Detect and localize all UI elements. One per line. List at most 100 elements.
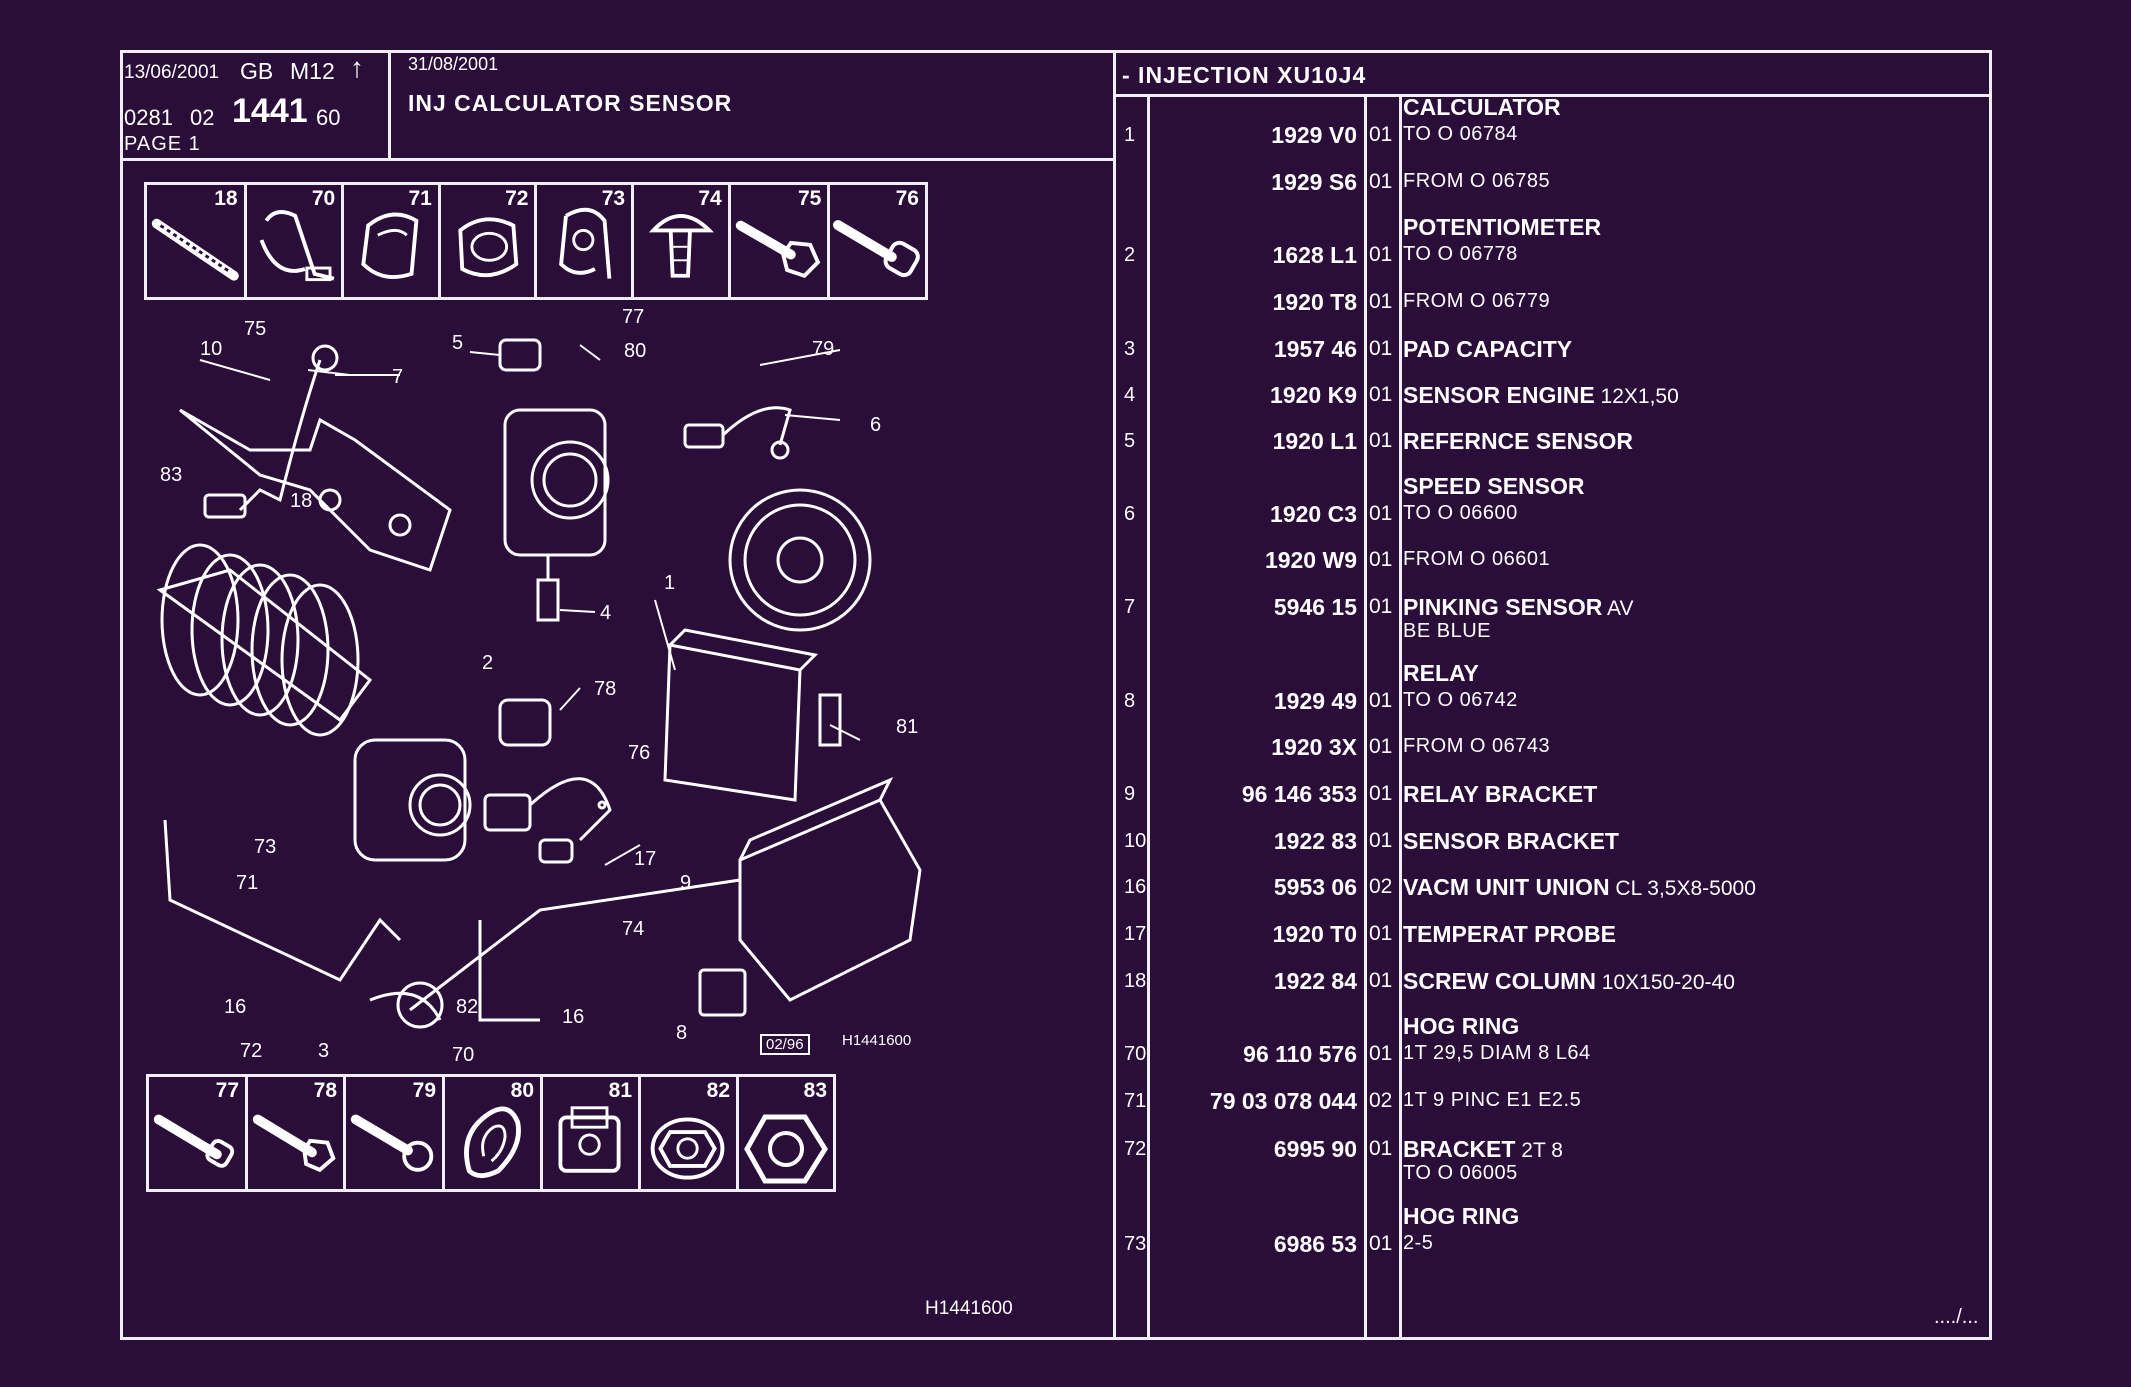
callout-6: 6 — [870, 414, 882, 436]
code-b: 02 — [190, 105, 215, 130]
part-quantity: 01 — [1369, 1137, 1393, 1160]
part-reference: 6986 53 — [1273, 1231, 1357, 1257]
part-number: 5 — [1124, 430, 1136, 452]
top-part-thumbnails: 18 70 71 72 73 74 75 76 — [144, 182, 928, 300]
part-quantity: 01 — [1369, 548, 1393, 571]
part-quantity: 01 — [1369, 429, 1393, 452]
code-c: 60 — [316, 105, 341, 130]
part-number: 8 — [1124, 690, 1136, 712]
callout-16a: 16 — [224, 996, 247, 1018]
cap-screw-icon — [153, 1114, 235, 1168]
intake-manifold-icon — [156, 543, 373, 737]
part-reference: 96 146 353 — [1241, 781, 1357, 807]
arrow-up-icon: ↑ — [350, 52, 364, 83]
header-bottom-line — [120, 158, 1116, 161]
code-main: 1441 — [232, 92, 308, 130]
part-title: REFERNCE SENSOR — [1403, 428, 1634, 454]
screw-column-icon — [151, 218, 239, 281]
thumb-77: 77 — [149, 1077, 248, 1189]
part-reference: 79 03 078 044 — [1209, 1088, 1357, 1114]
model-code: M12 — [290, 58, 335, 84]
callout-2: 2 — [482, 652, 494, 674]
thumb-83: 83 — [739, 1077, 833, 1189]
hog-ring-clip-icon — [361, 212, 419, 279]
part-reference: 1929 S6 — [1271, 169, 1357, 195]
callout-10: 10 — [200, 338, 223, 360]
pinking-sensor-wire-icon — [238, 359, 322, 512]
part-quantity: 01 — [1369, 782, 1393, 805]
part-reference: 1920 C3 — [1270, 501, 1357, 527]
pinking-sensor-bracket-icon — [179, 408, 452, 572]
flange-nut-icon — [650, 1117, 725, 1180]
bolt-icon — [735, 220, 820, 278]
vacuum-line-icon — [163, 819, 402, 982]
col-line-3 — [1399, 94, 1402, 1340]
part-reference: 6995 90 — [1273, 1136, 1357, 1162]
part-title: RELAY — [1403, 660, 1479, 686]
thumb-76: 76 — [830, 185, 925, 297]
callout-9: 9 — [680, 872, 692, 894]
part-quantity: 01 — [1369, 1232, 1393, 1255]
callout-71: 71 — [236, 872, 259, 894]
thumb-80: 80 — [445, 1077, 543, 1189]
part-quantity: 01 — [1369, 123, 1393, 146]
section-title: - INJECTION XU10J4 — [1122, 62, 1367, 88]
flywheel-icon — [728, 488, 872, 632]
part-title-suffix: CL 3,5X8-5000 — [1609, 877, 1756, 900]
screw-icon — [833, 220, 921, 278]
part-quantity: 01 — [1369, 502, 1393, 525]
upper-throttle-body-icon — [503, 408, 610, 557]
part-number: 10 — [1124, 830, 1147, 852]
push-clip-icon — [648, 214, 715, 278]
part-detail: 1T 9 PINC E1 E2.5 — [1403, 1089, 1582, 1111]
part-reference: 1920 W9 — [1264, 547, 1357, 573]
speed-sensor-icon — [683, 406, 792, 460]
engine-sensor-icon — [536, 555, 560, 622]
bracket-icon — [458, 217, 519, 278]
callout-73: 73 — [254, 836, 277, 858]
callout-1: 1 — [664, 572, 676, 594]
reference-sensor-icon — [498, 338, 542, 372]
thumb-73: 73 — [537, 185, 635, 297]
part-reference: 1922 83 — [1273, 828, 1357, 854]
throttle-body-icon — [353, 738, 472, 862]
part-number: 4 — [1124, 384, 1136, 406]
country-code: GB — [240, 58, 274, 84]
part-reference: 1628 L1 — [1272, 242, 1357, 268]
hex-nut-icon — [744, 1114, 828, 1184]
clip-nut-icon — [558, 1106, 621, 1173]
callout-75: 75 — [244, 318, 267, 340]
thumb-74: 74 — [634, 185, 731, 297]
callout-80: 80 — [624, 340, 647, 362]
part-number: 70 — [1124, 1043, 1147, 1065]
hog-ring-icon — [259, 210, 334, 282]
part-detail: 1T 29,5 DIAM 8 L64 — [1403, 1042, 1591, 1064]
part-number: 73 — [1124, 1233, 1147, 1255]
part-number: 17 — [1124, 923, 1147, 945]
part-quantity: 01 — [1369, 922, 1393, 945]
part-quantity: 01 — [1369, 383, 1393, 406]
callout-78: 78 — [594, 678, 617, 700]
callout-70: 70 — [452, 1044, 475, 1066]
part-number: 16 — [1124, 876, 1147, 898]
part-number: 2 — [1124, 244, 1136, 266]
part-detail: BE BLUE — [1403, 620, 1491, 642]
date-issued: 13/06/2001 — [124, 62, 220, 83]
part-reference: 1957 46 — [1273, 336, 1357, 362]
section-bottom-line — [1113, 94, 1992, 97]
part-title: SENSOR BRACKET — [1403, 828, 1619, 854]
part-quantity: 02 — [1369, 1089, 1393, 1112]
code-a: 0281 — [124, 105, 173, 130]
part-title: SPEED SENSOR — [1403, 473, 1585, 499]
thumb-78: 78 — [248, 1077, 346, 1189]
calculator-ecu-icon — [663, 628, 842, 802]
part-number: 7 — [1124, 596, 1136, 618]
part-title: POTENTIOMETER — [1403, 214, 1602, 240]
col-line-2 — [1364, 94, 1367, 1340]
part-quantity: 01 — [1369, 969, 1393, 992]
bottom-part-thumbnails: 77 78 79 80 81 82 83 — [146, 1074, 836, 1192]
page-number: PAGE 1 — [124, 133, 201, 155]
callout-83: 83 — [160, 464, 183, 486]
part-reference: 96 110 576 — [1243, 1041, 1357, 1067]
callout-5: 5 — [452, 332, 464, 354]
